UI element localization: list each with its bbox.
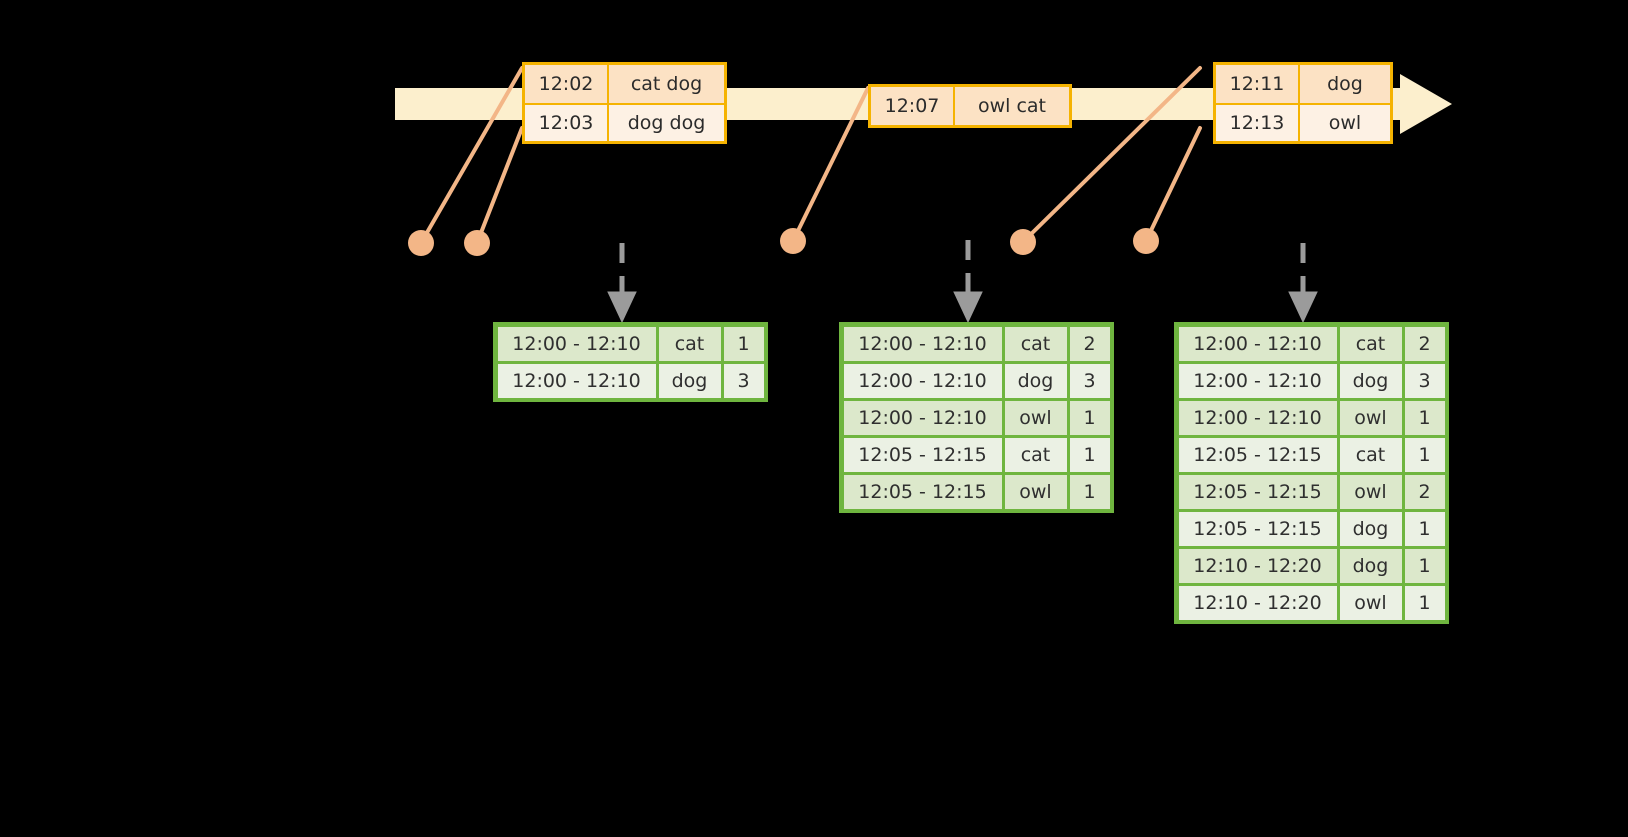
cell-word: cat [1004,326,1067,361]
cell-word: owl [1004,474,1067,509]
cell-window-range: 12:05 - 12:15 [1178,474,1337,509]
cell-count: 3 [1069,363,1110,398]
cell-word: cat [1339,326,1402,361]
event-row[interactable]: 12:02 cat dog [525,65,724,103]
cell-count: 1 [1404,585,1445,620]
cell-window-range: 12:10 - 12:20 [1178,585,1337,620]
cell-word: dog [658,363,721,398]
cell-word: owl [1339,400,1402,435]
event-time: 12:07 [871,87,955,125]
cell-window-range: 12:05 - 12:15 [1178,437,1337,472]
cell-word: dog [1339,548,1402,583]
cell-window-range: 12:05 - 12:15 [843,437,1002,472]
event-words: dog [1327,73,1363,95]
event-words: dog dog [627,112,706,134]
dashed-arrow-2 [953,240,983,324]
cell-window-range: 12:05 - 12:15 [843,474,1002,509]
dashed-arrow-1 [607,243,637,324]
cell-window-range: 12:00 - 12:10 [1178,326,1337,361]
connector-1 [419,66,524,245]
cell-window-range: 12:05 - 12:15 [1178,511,1337,546]
cell-count: 1 [1404,548,1445,583]
cell-count: 2 [1404,326,1445,361]
event-dot-5[interactable] [1133,228,1159,254]
cell-word: dog [1339,363,1402,398]
event-words: cat dog [630,73,703,95]
event-row[interactable]: 12:03 dog dog [525,103,724,141]
connector-3 [791,86,870,243]
cell-word: dog [1004,363,1067,398]
event-row[interactable]: 12:11 dog [1216,65,1390,103]
event-dot-1[interactable] [408,230,434,256]
cell-word: owl [1339,474,1402,509]
connector-5 [1144,126,1202,243]
dashed-arrows [607,240,1318,324]
cell-count: 1 [723,326,764,361]
cell-count: 1 [1069,437,1110,472]
event-group-2[interactable]: 12:07 owl cat [868,84,1072,128]
event-time: 12:03 [525,105,609,141]
cell-word: cat [1339,437,1402,472]
cell-window-range: 12:10 - 12:20 [1178,548,1337,583]
cell-window-range: 12:00 - 12:10 [843,400,1002,435]
cell-window-range: 12:00 - 12:10 [1178,363,1337,398]
cell-window-range: 12:00 - 12:10 [497,326,656,361]
event-time: 12:11 [1216,65,1300,103]
cell-window-range: 12:00 - 12:10 [1178,400,1337,435]
connector-2 [475,126,524,245]
cell-count: 1 [1404,511,1445,546]
cell-window-range: 12:00 - 12:10 [843,326,1002,361]
event-words: owl [1328,112,1362,134]
event-group-3[interactable]: 12:11 dog 12:13 owl [1213,62,1393,144]
cell-window-range: 12:00 - 12:10 [497,363,656,398]
cell-count: 1 [1404,437,1445,472]
cell-window-range: 12:00 - 12:10 [843,363,1002,398]
cell-count: 2 [1069,326,1110,361]
event-words: owl cat [977,95,1047,117]
cell-count: 1 [1404,400,1445,435]
event-dot-2[interactable] [464,230,490,256]
cell-word: dog [1339,511,1402,546]
dashed-arrow-3 [1288,243,1318,324]
cell-count: 3 [723,363,764,398]
event-row[interactable]: 12:13 owl [1216,103,1390,141]
cell-count: 1 [1069,474,1110,509]
event-time: 12:13 [1216,105,1300,141]
cell-count: 2 [1404,474,1445,509]
cell-count: 3 [1404,363,1445,398]
cell-word: owl [1339,585,1402,620]
event-dot-4[interactable] [1010,229,1036,255]
event-dot-3[interactable] [780,228,806,254]
cell-word: cat [658,326,721,361]
event-group-1[interactable]: 12:02 cat dog 12:03 dog dog [522,62,727,144]
event-time: 12:02 [525,65,609,103]
event-row[interactable]: 12:07 owl cat [871,87,1069,125]
cell-count: 1 [1069,400,1110,435]
cell-word: cat [1004,437,1067,472]
cell-word: owl [1004,400,1067,435]
